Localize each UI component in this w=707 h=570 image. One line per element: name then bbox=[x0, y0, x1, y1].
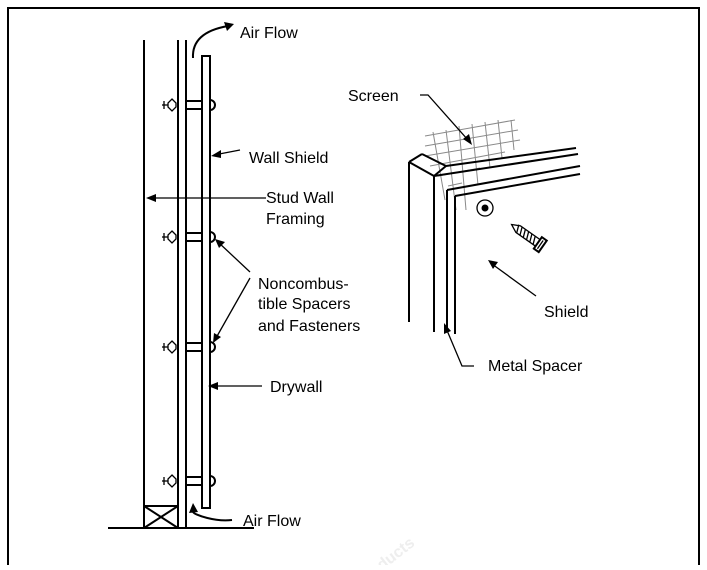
arrowhead bbox=[146, 194, 156, 202]
spacer-fastener bbox=[162, 230, 216, 244]
arrowhead bbox=[208, 382, 218, 390]
arrowhead bbox=[488, 260, 498, 269]
screen-leader bbox=[420, 94, 469, 141]
spacers-leader-lower bbox=[215, 277, 251, 339]
stud-wall-label-line2: Framing bbox=[266, 211, 325, 228]
figure-border bbox=[7, 7, 700, 565]
arrowhead bbox=[189, 503, 198, 513]
spacers-label-line2: tible Spacers bbox=[258, 296, 351, 313]
metal-spacer-top bbox=[408, 153, 423, 163]
metal-spacer-top bbox=[433, 165, 447, 177]
spacers-label-line1: Noncombus- bbox=[258, 276, 349, 293]
washer-ring bbox=[476, 199, 494, 217]
spacers-leader-upper bbox=[217, 241, 251, 273]
air-flow-top-arrow bbox=[191, 25, 229, 59]
arrowhead bbox=[444, 323, 451, 334]
metal-spacer-top bbox=[408, 161, 435, 177]
wall-section-drawing bbox=[108, 22, 266, 529]
metal-spacer-label: Metal Spacer bbox=[488, 358, 583, 375]
metal-spacer-leader bbox=[445, 327, 474, 367]
screen-label: Screen bbox=[348, 88, 399, 105]
shield-corner-detail bbox=[408, 94, 581, 367]
watermark-text: ducts bbox=[374, 534, 418, 565]
shield-label: Shield bbox=[544, 304, 588, 321]
arrowhead bbox=[211, 150, 221, 158]
arrowhead bbox=[215, 239, 225, 248]
shield-face-top bbox=[446, 165, 581, 191]
air-flow-bottom-label: Air Flow bbox=[243, 513, 301, 530]
spacers-label-line3: and Fasteners bbox=[258, 318, 360, 335]
air-flow-bottom-arrow bbox=[192, 511, 233, 522]
shield-leader bbox=[491, 263, 537, 297]
spacer-fastener bbox=[162, 98, 216, 112]
wall-shield-panel bbox=[201, 55, 211, 509]
spacer-fastener bbox=[162, 340, 216, 354]
shield-outer-top bbox=[433, 153, 579, 177]
wall-shield-label: Wall Shield bbox=[249, 150, 328, 167]
arrowhead bbox=[224, 22, 234, 31]
metal-spacer-top bbox=[421, 153, 447, 167]
screw-icon bbox=[510, 223, 549, 254]
arrowhead bbox=[213, 333, 221, 343]
stud-wall-label-line1: Stud Wall bbox=[266, 190, 334, 207]
shield-inner-top bbox=[454, 173, 581, 197]
air-flow-top-label: Air Flow bbox=[240, 25, 298, 42]
arrowhead bbox=[463, 134, 472, 145]
washer-hole bbox=[481, 204, 489, 212]
shield-back-top bbox=[445, 147, 577, 167]
spacer-fastener bbox=[162, 474, 216, 488]
drywall-label: Drywall bbox=[270, 379, 322, 396]
floor-plate bbox=[143, 505, 179, 529]
